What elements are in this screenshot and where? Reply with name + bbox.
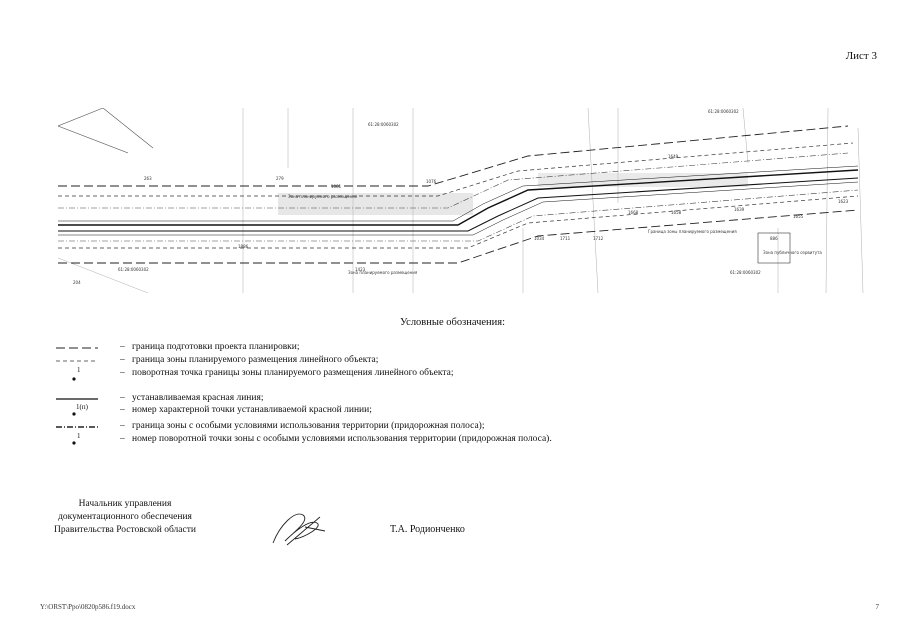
- svg-text:Зона планируемого размещения: Зона планируемого размещения: [348, 270, 418, 275]
- svg-text:1639: 1639: [734, 207, 745, 212]
- planning-boundary-top: [58, 125, 849, 187]
- road-line: [58, 169, 859, 226]
- point-marker: 1: [77, 432, 81, 440]
- legend-text: номер характерной точки устанавливаемой …: [132, 405, 372, 415]
- svg-text:1658: 1658: [671, 210, 682, 215]
- dot-with-number-symbol: [72, 441, 76, 445]
- wedge-boundary: [58, 108, 104, 127]
- point-marker: 1: [77, 366, 81, 374]
- svg-text:Зона планируемого размещения: Зона планируемого размещения: [288, 194, 358, 199]
- dot-with-number-symbol: [72, 412, 76, 416]
- handwritten-signature: [272, 513, 326, 546]
- svg-text:61:28:0060302: 61:28:0060302: [368, 122, 399, 127]
- svg-text:204: 204: [73, 280, 81, 285]
- legend-text: номер поворотной точки зоны с особыми ус…: [132, 434, 552, 444]
- svg-text:1623: 1623: [838, 199, 849, 204]
- footer-page-number: 7: [875, 603, 880, 611]
- svg-text:1655: 1655: [793, 214, 804, 219]
- sheet-label: Лист 3: [845, 50, 877, 62]
- point-marker: 1(п): [76, 403, 88, 411]
- short-dash-line-symbol: [56, 360, 98, 362]
- road-line: [58, 177, 859, 232]
- dash-dot-line-symbol: [56, 426, 98, 428]
- svg-text:1886: 1886: [238, 244, 249, 249]
- svg-text:1081: 1081: [331, 184, 342, 189]
- legend-text: граница подготовки проекта планировки;: [132, 342, 300, 352]
- dot-with-number-symbol: [72, 377, 76, 381]
- red-line: [58, 165, 859, 222]
- building: [757, 232, 791, 264]
- zone-boundary-top: [58, 142, 854, 197]
- svg-text:1668: 1668: [628, 210, 639, 215]
- legend-text: поворотная точка границы зоны планируемо…: [132, 368, 454, 378]
- zone-boundary-bottom: [58, 195, 859, 249]
- legend-text: граница зоны с особыми условиями использ…: [132, 421, 485, 431]
- solid-line-symbol: [56, 398, 98, 400]
- svg-text:1649: 1649: [668, 154, 679, 159]
- wedge-boundary: [102, 108, 154, 149]
- protection-zone-line: [58, 152, 849, 209]
- svg-text:61:28:0060302: 61:28:0060302: [730, 270, 761, 275]
- planning-boundary-bottom: [58, 209, 859, 264]
- svg-text:1711: 1711: [560, 236, 571, 241]
- legend-text: граница зоны планируемого размещения лин…: [132, 355, 379, 365]
- svg-text:Зона публичного сервитута: Зона публичного сервитута: [763, 250, 822, 255]
- stippled-area: [278, 173, 748, 215]
- svg-text:61:28:0060302: 61:28:0060302: [118, 267, 149, 272]
- legend-title: Условные обозначения:: [399, 317, 505, 328]
- signatory-title: Начальник управления документационного о…: [54, 499, 196, 535]
- svg-text:1712: 1712: [593, 236, 604, 241]
- planning-drawing: 61:28:0060302 61:28:0060302 61:28:006030…: [58, 108, 864, 293]
- parcel-lines: [58, 108, 864, 293]
- svg-text:Граница зоны планируемого разм: Граница зоны планируемого размещения: [648, 229, 737, 234]
- svg-text:61:28:0060302: 61:28:0060302: [708, 109, 739, 114]
- protection-zone-line: [58, 189, 859, 242]
- svg-text:886: 886: [770, 236, 778, 241]
- wedge-boundary: [58, 125, 129, 154]
- svg-text:1076: 1076: [426, 179, 437, 184]
- svg-text:1034: 1034: [534, 236, 545, 241]
- red-line: [58, 181, 859, 236]
- signatory-name: Т.А. Родионченко: [390, 524, 465, 535]
- footer-file-path: Y:\ORST\Ppo\0820p586.f19.docx: [40, 603, 136, 611]
- svg-text:263: 263: [144, 176, 152, 181]
- svg-text:279: 279: [276, 176, 284, 181]
- long-dash-line-symbol: [56, 347, 98, 349]
- svg-text:1423: 1423: [355, 267, 366, 272]
- legend-text: устанавливаемая красная линия;: [132, 393, 264, 403]
